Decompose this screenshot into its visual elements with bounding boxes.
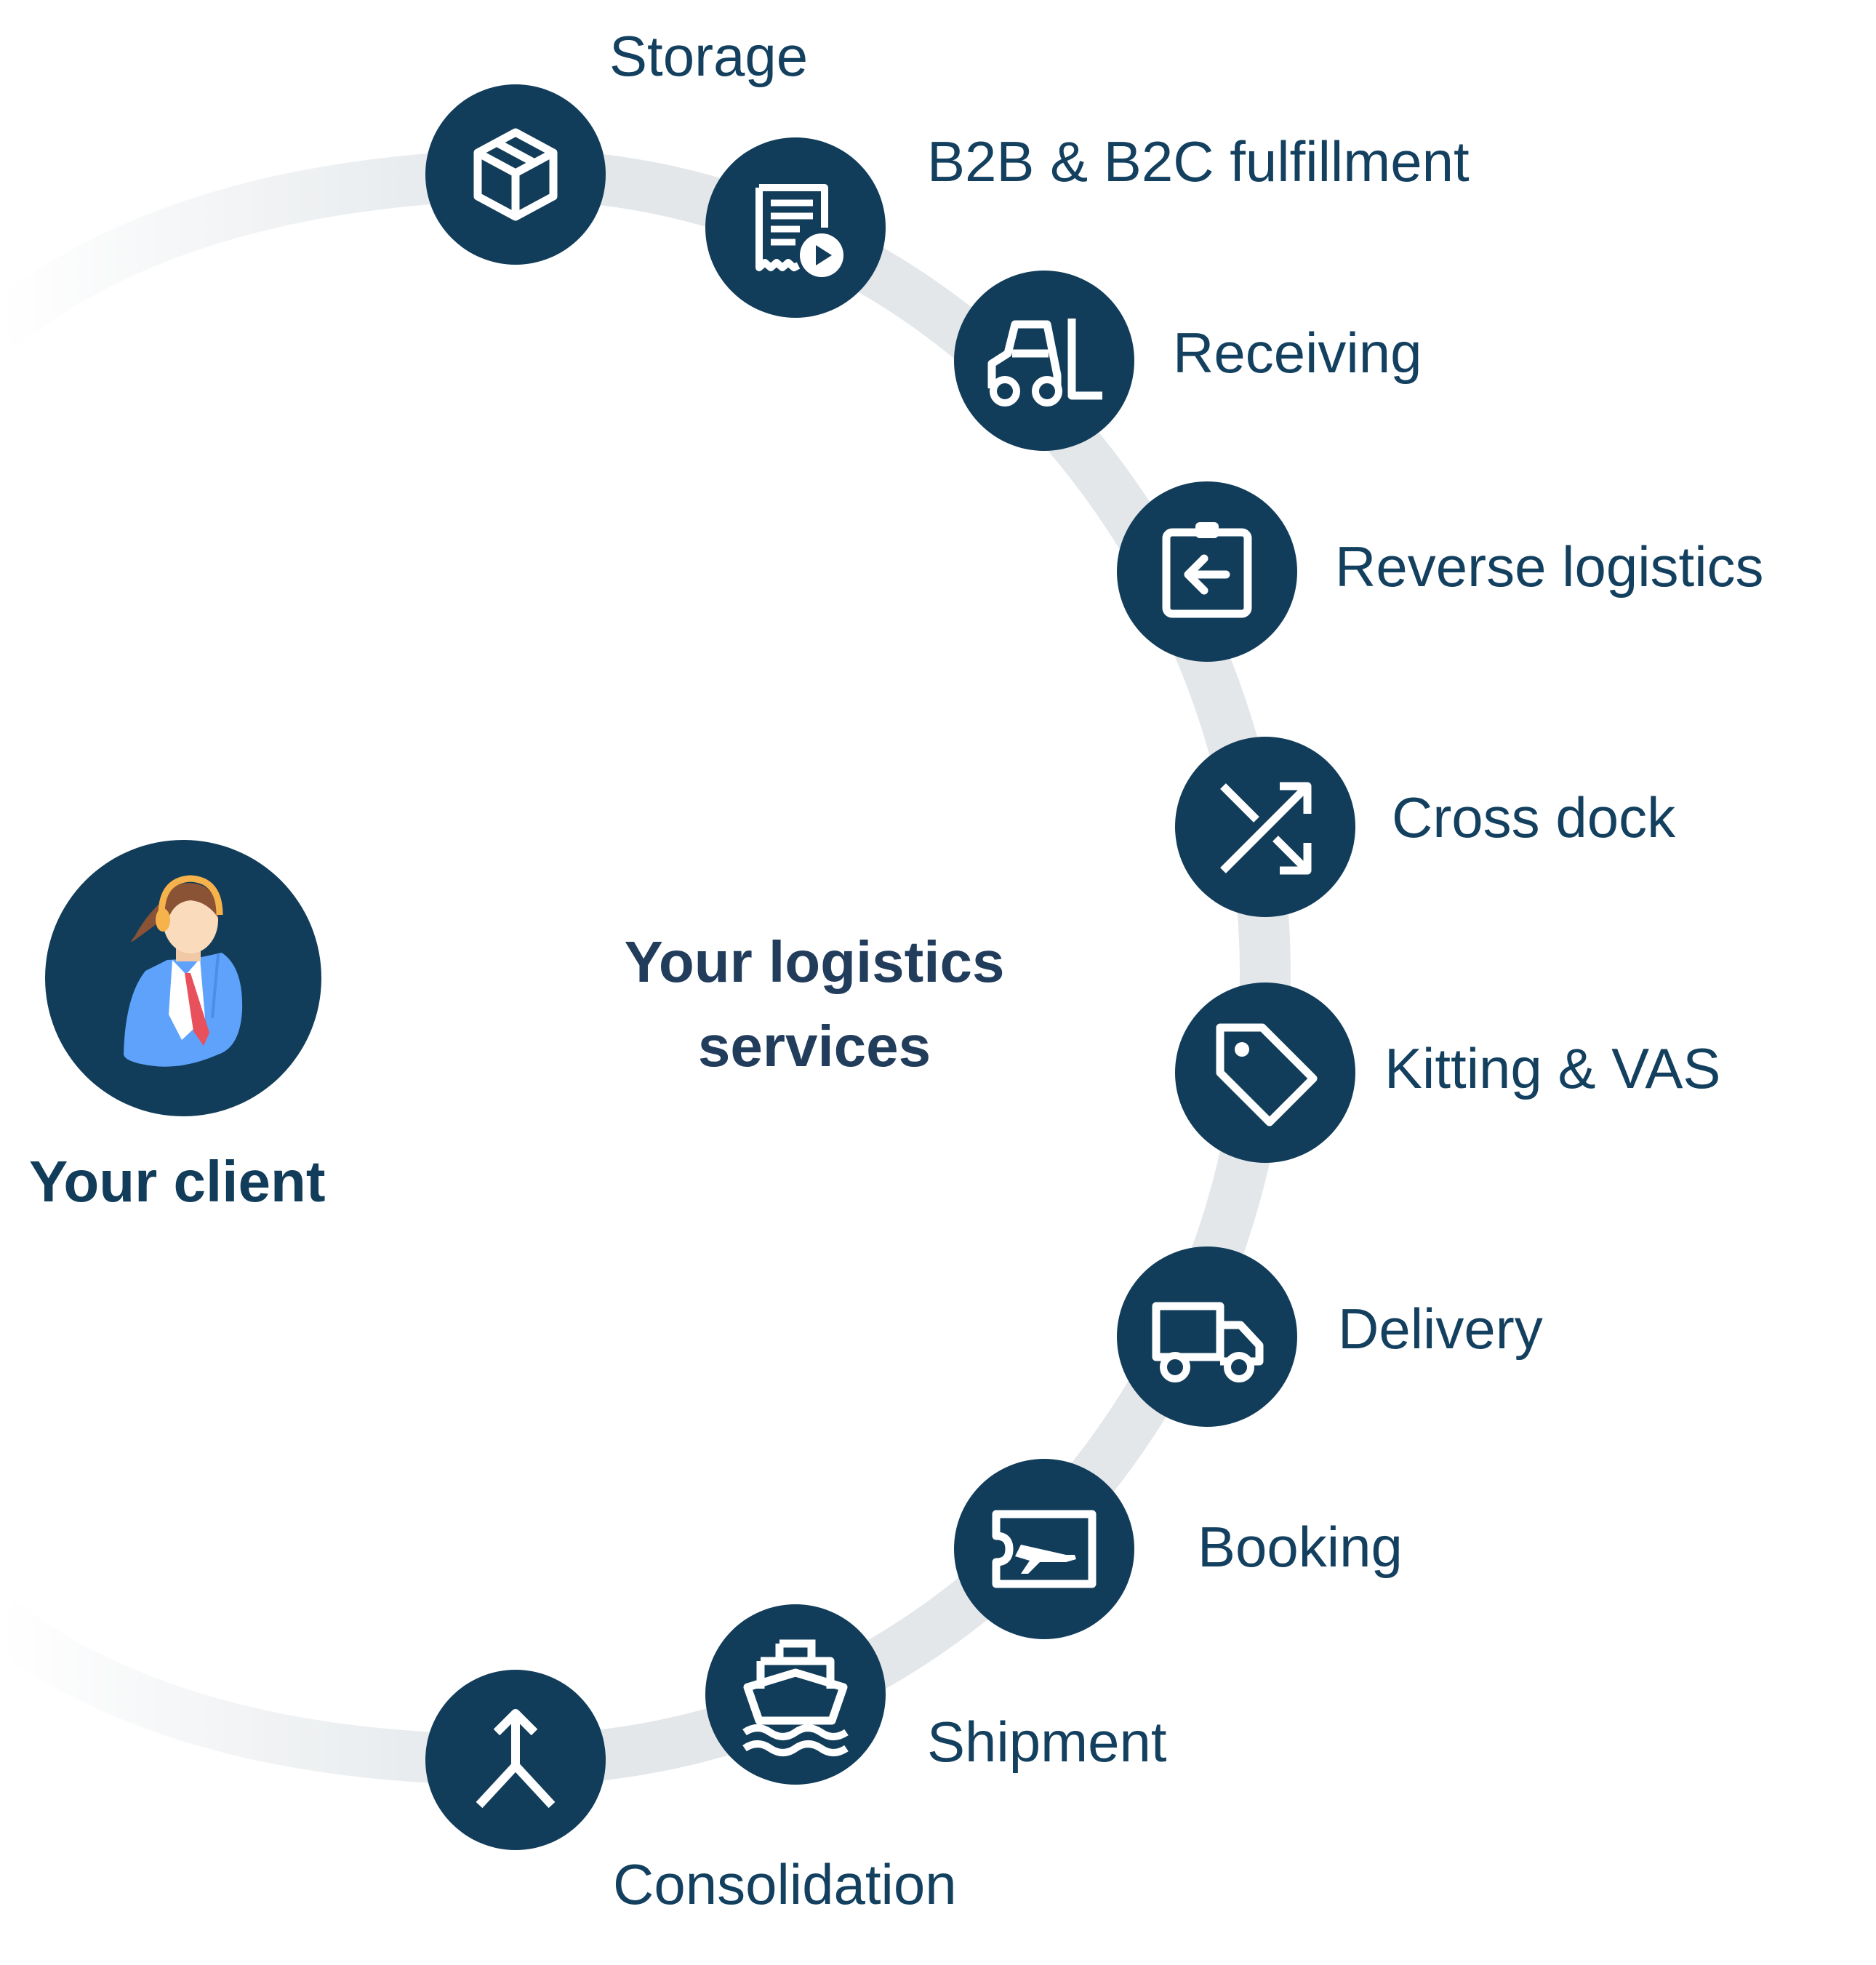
- client-support-agent-icon: [124, 875, 243, 1067]
- clipboard-return-icon: [1162, 522, 1252, 618]
- service-node-9: [705, 1604, 886, 1785]
- arc-fade-top: [0, 149, 516, 348]
- forklift-icon: [987, 319, 1102, 407]
- center-title-line-1: Your logistics: [624, 929, 1005, 994]
- service-node-3: [954, 271, 1134, 451]
- ship-icon: [742, 1639, 849, 1756]
- center-title-line-2: services: [697, 1014, 931, 1078]
- service-node-2: [705, 137, 886, 318]
- service-node-5: [1175, 737, 1355, 917]
- service-node-4: [1117, 481, 1297, 662]
- ticket-plane-icon: [992, 1510, 1097, 1588]
- service-node-7: [1117, 1246, 1297, 1427]
- service-label-receiving: Receiving: [1173, 321, 1422, 385]
- service-node-6: [1175, 982, 1355, 1163]
- service-label-reverse-logistics: Reverse logistics: [1335, 535, 1764, 599]
- receipt-play-icon: [755, 184, 843, 277]
- service-label-consolidation: Consolidation: [613, 1852, 957, 1916]
- service-nodes: [425, 84, 1355, 1850]
- service-label-booking: Booking: [1198, 1515, 1403, 1579]
- service-label-shipment: Shipment: [927, 1710, 1167, 1774]
- service-node-circle: [954, 1459, 1134, 1639]
- service-label-fulfillment: B2B & B2C fulfillment: [927, 129, 1470, 193]
- service-node-circle: [1117, 1246, 1297, 1427]
- service-label-storage: Storage: [609, 24, 809, 88]
- client-node: [45, 840, 321, 1116]
- service-label-kitting: Kitting & VAS: [1384, 1036, 1721, 1100]
- service-node-8: [954, 1459, 1134, 1639]
- truck-icon: [1152, 1302, 1264, 1382]
- arc-fade-bottom: [0, 1601, 516, 1785]
- shuffle-icon: [1220, 782, 1312, 875]
- service-label-cross-dock: Cross dock: [1392, 785, 1676, 849]
- service-node-circle: [954, 271, 1134, 451]
- box-icon: [473, 128, 558, 221]
- arc-main: [515, 149, 1291, 1785]
- service-node-circle: [705, 1604, 886, 1785]
- center-title: Your logistics services: [458, 920, 1171, 1089]
- service-label-delivery: Delivery: [1338, 1297, 1543, 1361]
- tag-icon: [1216, 1023, 1318, 1126]
- service-node-10: [425, 1670, 606, 1850]
- service-node-circle: [1175, 982, 1355, 1163]
- client-label: Your client: [29, 1149, 326, 1214]
- merge-icon: [476, 1709, 556, 1809]
- service-node-1: [425, 84, 606, 265]
